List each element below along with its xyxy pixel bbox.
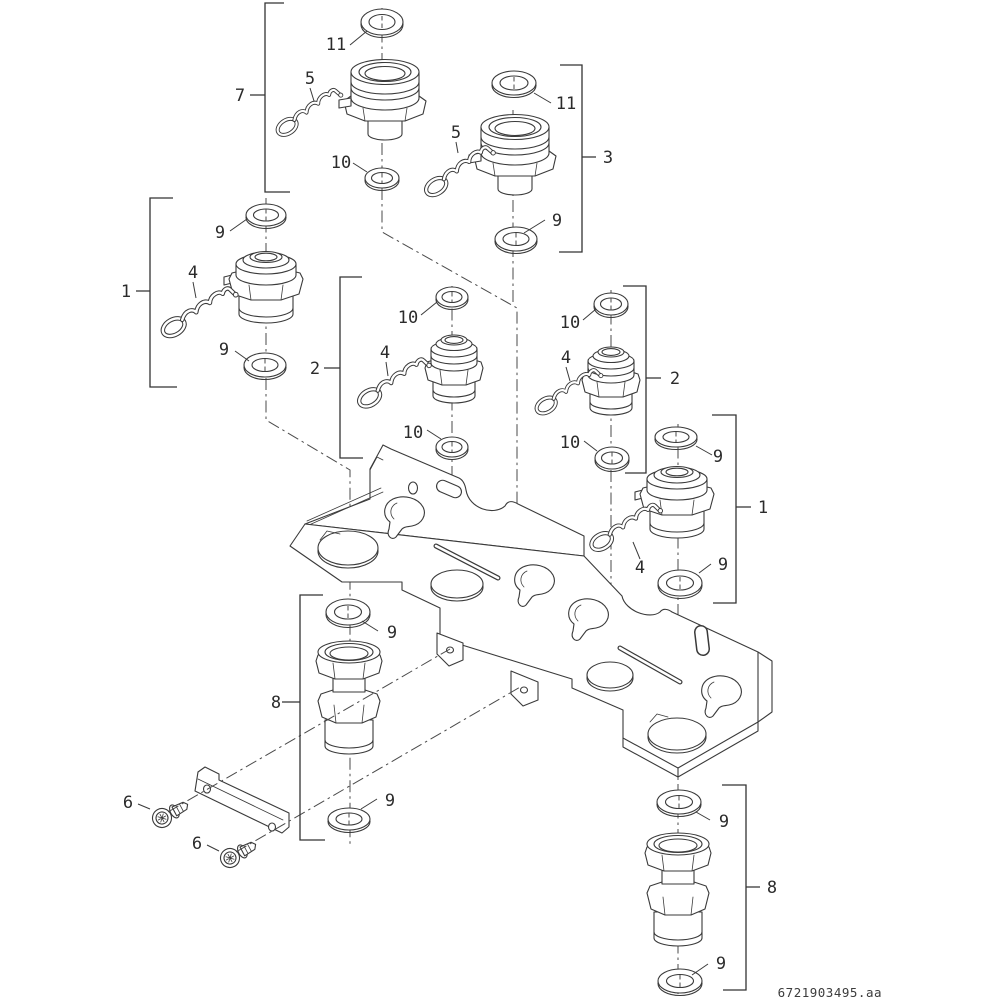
oring-9-left-top [245,203,287,230]
screw-axes [167,648,523,853]
coupling-middle [424,334,484,404]
union-fitting-lower-left [315,640,383,755]
oring-9-bottomright-top [656,789,702,818]
callout-5-top-right: 5 [451,123,461,143]
oring-10-middle-bottom [435,436,469,461]
callout-9-bottomright-top: 9 [719,812,729,832]
bracket-2-midright [623,285,661,474]
callout-10-middle-top: 10 [398,308,418,328]
callout-9-bottomright-bottom: 9 [716,954,726,974]
plate-rear-wall [304,444,585,557]
callout-7: 7 [235,86,245,106]
oring-10-midright-top [593,292,629,319]
oring-9-lowerleft-top [325,598,371,629]
callout-4-midright: 4 [561,348,571,368]
oring-10-top-left [364,167,400,192]
callout-brackets [136,2,760,991]
bracket-8-lowerleft [282,594,325,841]
bracket-1-right [712,414,751,604]
oring-9-bottomright-bottom [657,968,703,997]
drawing-number: 6721903495.aa [778,985,882,1000]
plate-surface [289,523,773,769]
callout-9-left-top: 9 [215,223,225,243]
screw-left [148,795,193,832]
callout-10-top-left: 10 [331,153,351,173]
clip-left [155,287,244,341]
callout-3: 3 [603,148,613,168]
callout-2-midright: 2 [670,369,680,389]
clip-top-left [269,88,349,139]
callout-11-top-right: 11 [556,94,576,114]
callout-1-right: 1 [758,498,768,518]
callout-6-left: 6 [123,793,133,813]
bracket-8-bottomright [722,784,760,991]
callout-11-top-left: 11 [326,35,346,55]
mounting-rail-group [148,766,290,872]
bracket-7 [250,2,290,193]
bracket-1-left [136,197,177,388]
callout-9-right-top: 9 [713,447,723,467]
oring-9-right-top [654,426,698,451]
callout-9-left-bottom: 9 [219,340,229,360]
oring-9-right-bottom [657,569,703,600]
coupling-left [223,250,304,324]
oring-10-middle-top [435,286,469,311]
oring-11-top-right [491,70,537,99]
callout-9-top-right: 9 [552,211,562,231]
bracket-2-middle [324,276,363,459]
callout-4-right: 4 [635,558,645,578]
callout-9-lowerleft-top: 9 [387,623,397,643]
callout-9-lowerleft-bottom: 9 [385,791,395,811]
callout-labels: 11 7 5 10 11 5 3 9 9 1 4 9 10 2 4 10 10 … [121,35,777,974]
callout-10-midright-top: 10 [560,313,580,333]
coupling-right [634,465,715,539]
screw-right [216,835,261,872]
oring-9-lowerleft-bottom [327,807,371,834]
callout-10-midright-bottom: 10 [560,433,580,453]
coupling-middle-right [581,346,641,416]
callout-2-middle: 2 [310,359,320,379]
callout-8-bottomright: 8 [767,878,777,898]
callout-9-right-bottom: 9 [718,555,728,575]
callout-10-middle-bottom: 10 [403,423,423,443]
bracket-3 [559,64,596,253]
oring-9-top-right-bottom [494,226,538,255]
callout-4-middle: 4 [380,343,390,363]
oring-10-midright-bottom [594,446,630,473]
callout-6-right: 6 [192,834,202,854]
union-fitting-bottom-right [644,832,712,947]
orings [243,8,703,997]
oring-11-top-left [360,8,404,39]
callout-4-left: 4 [188,263,198,283]
leader-lines [137,30,713,976]
mounting-plate [289,444,773,778]
callout-5-top-left: 5 [305,69,315,89]
coupling-top-left [338,58,427,141]
plate-ear-right [510,670,539,707]
oring-9-left-bottom [243,352,287,381]
coupling-top-right [468,113,557,196]
callout-1-left: 1 [121,282,131,302]
clip-middle [351,358,438,412]
callout-8-lowerleft: 8 [271,693,281,713]
